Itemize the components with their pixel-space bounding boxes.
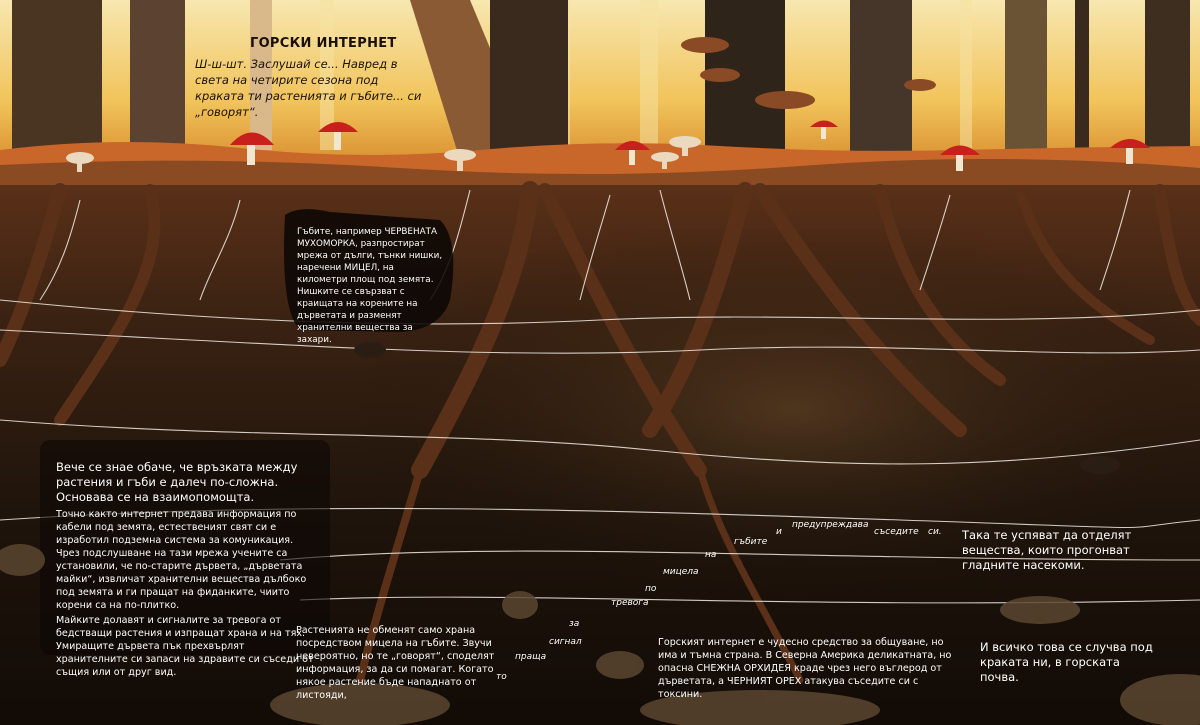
path-word: сигнал	[549, 637, 582, 647]
tree-roots	[0, 181, 1200, 684]
path-word: си.	[928, 527, 942, 537]
path-word: по	[645, 584, 657, 594]
path-word: предупреждава	[792, 520, 869, 530]
right-text: Така те успяват да отделят вещества, кои…	[962, 528, 1132, 572]
intro-text: Ш-ш-шт. Заслушай се... Навред в света на…	[195, 57, 422, 119]
path-word: мицела	[663, 567, 699, 577]
path-word: то	[496, 672, 507, 682]
left-heading: Вече се знае обаче, че връзката между ра…	[56, 460, 298, 504]
path-word: за	[569, 619, 580, 629]
left-paragraph-2: Майките долавят и сигналите за тревога о…	[56, 615, 314, 678]
path-word: на	[705, 550, 717, 560]
center-paragraph: Растенията не обменят само храна посредс…	[296, 625, 495, 701]
path-word: тревога	[611, 598, 649, 608]
moles	[354, 342, 1120, 474]
mushroom-text: Гъбите, например ЧЕРВЕНАТА МУХОМОРКА, ра…	[297, 227, 443, 345]
path-word: и	[776, 527, 782, 537]
path-word: гъбите	[734, 537, 768, 547]
path-word: праща	[515, 652, 547, 662]
tree-trunks	[12, 0, 1190, 175]
red-mushrooms	[230, 120, 1150, 171]
stones	[0, 544, 1200, 725]
page-title: ГОРСКИ ИНТЕРНЕТ	[250, 36, 397, 51]
closing-text: И всичко това се случва под краката ни, …	[980, 640, 1153, 684]
forest-background	[0, 0, 1200, 170]
bottom-paragraph: Горският интернет е чудесно средство за …	[658, 637, 952, 700]
path-word: съседите	[874, 527, 919, 537]
left-paragraph-1: Точно както интернет предава информация …	[56, 509, 307, 611]
